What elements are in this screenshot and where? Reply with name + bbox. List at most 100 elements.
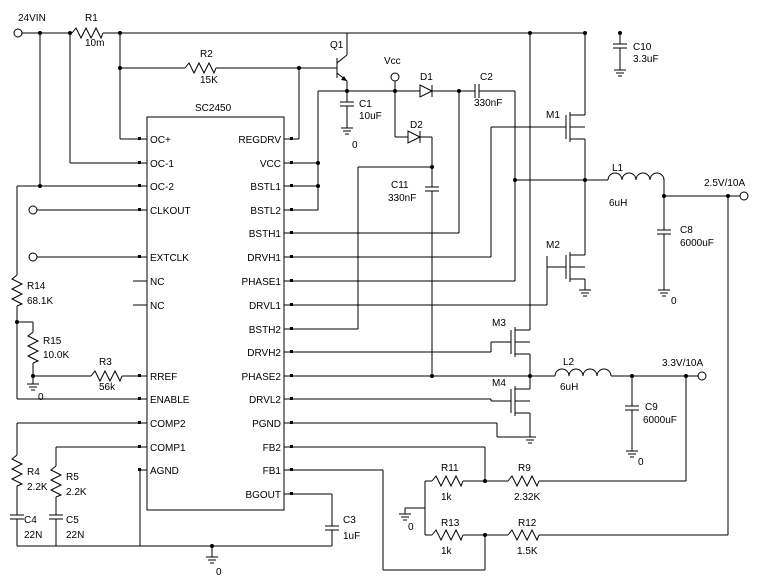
out1-label: 2.5V/10A — [704, 178, 745, 189]
r11-value: 1k — [441, 492, 453, 503]
vin-label: 24VIN — [18, 13, 46, 24]
pin-oc-1: OC-1 — [150, 159, 174, 170]
r5-ref: R5 — [66, 472, 79, 483]
d1-diode — [419, 84, 434, 98]
c4-value: 22N — [24, 530, 42, 541]
pin-phase2: PHASE2 — [242, 372, 282, 383]
pin-comp2: COMP2 — [150, 419, 186, 430]
r1-resistor — [71, 26, 104, 40]
r3-value: 56k — [99, 382, 116, 393]
r4-value: 2.2K — [27, 482, 48, 493]
pin-bsth1: BSTH1 — [249, 229, 282, 240]
pin-bsth2: BSTH2 — [249, 325, 282, 336]
c9-ref: C9 — [645, 402, 658, 413]
r3-resistor — [90, 369, 123, 383]
ic-left-pins: OC+ OC-1 OC-2 CLKOUT EXTCLK NC NC RREF E… — [133, 135, 191, 477]
r12-value: 1.5K — [517, 546, 538, 557]
pin-drvl1: DRVL1 — [249, 301, 281, 312]
r3-ref: R3 — [99, 357, 112, 368]
ic-right-pins: REGDRV VCC BSTL1 BSTL2 BSTH1 DRVH1 PHASE… — [238, 135, 293, 501]
l2-inductor — [554, 368, 612, 377]
c3-capacitor — [325, 525, 339, 531]
c11-capacitor — [425, 186, 439, 192]
pin-oc-2: OC-2 — [150, 182, 174, 193]
vcc-label: Vcc — [384, 56, 401, 67]
d1-ref: D1 — [420, 72, 433, 83]
c11-ref: C11 — [391, 180, 409, 191]
c4-ref: C4 — [24, 515, 37, 526]
c5-ref: C5 — [66, 515, 79, 526]
r2-value: 15K — [200, 75, 218, 86]
r11-ref: R11 — [441, 463, 459, 474]
d2-ref: D2 — [410, 120, 423, 131]
m2-mosfet — [565, 252, 585, 282]
r13-ref: R13 — [441, 518, 460, 529]
r4-resistor — [10, 454, 24, 487]
pin-nc-1: NC — [150, 277, 164, 288]
clkout-terminal — [28, 205, 38, 215]
c8-ref: C8 — [680, 225, 693, 236]
extclk-terminal — [28, 252, 38, 262]
sc2450-chip-body — [146, 116, 285, 511]
c3-ref: C3 — [343, 515, 356, 526]
l1-inductor — [607, 172, 665, 181]
r9-value: 2.32K — [514, 492, 540, 503]
pin-bstl1: BSTL1 — [250, 182, 281, 193]
c10-value: 3.3uF — [633, 54, 659, 65]
d2-diode — [407, 130, 422, 144]
c2-ref: C2 — [480, 72, 493, 83]
r9-ref: R9 — [518, 463, 531, 474]
m3-mosfet — [510, 327, 530, 357]
r15-value: 10.0K — [43, 350, 69, 361]
r15-gnd-label: 0 — [38, 392, 44, 403]
r13-resistor — [431, 528, 464, 542]
pin-pgnd: PGND — [252, 419, 281, 430]
pin-agnd: AGND — [150, 466, 179, 477]
r14-ref: R14 — [27, 281, 46, 292]
l1-ref: L1 — [612, 163, 624, 174]
c9-value: 6000uF — [643, 415, 677, 426]
c10-ref: C10 — [633, 42, 652, 53]
c8-gnd-label: 0 — [671, 296, 677, 307]
r14-resistor — [10, 274, 24, 307]
m4-mosfet — [510, 386, 530, 416]
c4-capacitor — [10, 514, 24, 520]
pin-drvl2: DRVL2 — [249, 395, 281, 406]
pin-comp1: COMP1 — [150, 443, 186, 454]
c8-capacitor — [657, 229, 671, 235]
r12-ref: R12 — [518, 518, 537, 529]
r11-resistor — [431, 474, 464, 488]
m1-ref: M1 — [546, 110, 560, 121]
q1-ref: Q1 — [330, 40, 344, 51]
c11-value: 330nF — [388, 193, 416, 204]
r2-resistor — [184, 61, 217, 75]
r4-ref: R4 — [27, 467, 40, 478]
vcc-terminal — [390, 72, 400, 82]
c9-gnd-label: 0 — [638, 457, 644, 468]
pin-regdrv: REGDRV — [238, 135, 281, 146]
out2-label: 3.3V/10A — [662, 358, 703, 369]
r5-value: 2.2K — [66, 487, 87, 498]
c2-value: 330nF — [474, 98, 502, 109]
c10-capacitor — [613, 43, 627, 77]
pin-rref: RREF — [150, 372, 177, 383]
c2-capacitor — [474, 84, 480, 98]
r15-ref: R15 — [43, 336, 62, 347]
c5-value: 22N — [66, 530, 84, 541]
ic-name: SC2450 — [195, 103, 232, 114]
r1-value: 10m — [85, 38, 104, 49]
r15-resistor — [26, 331, 40, 364]
c8-value: 6000uF — [680, 238, 714, 249]
c1-value: 10uF — [359, 111, 382, 122]
pin-extclk: EXTCLK — [150, 253, 189, 264]
pin-drvh2: DRVH2 — [247, 348, 281, 359]
l2-value: 6uH — [560, 382, 578, 393]
vin-terminal — [13, 28, 23, 38]
l2-ref: L2 — [563, 357, 575, 368]
r13-value: 1k — [441, 546, 453, 557]
c1-capacitor — [340, 91, 354, 135]
out2-terminal — [697, 371, 707, 381]
pin-fb1: FB1 — [263, 466, 282, 477]
